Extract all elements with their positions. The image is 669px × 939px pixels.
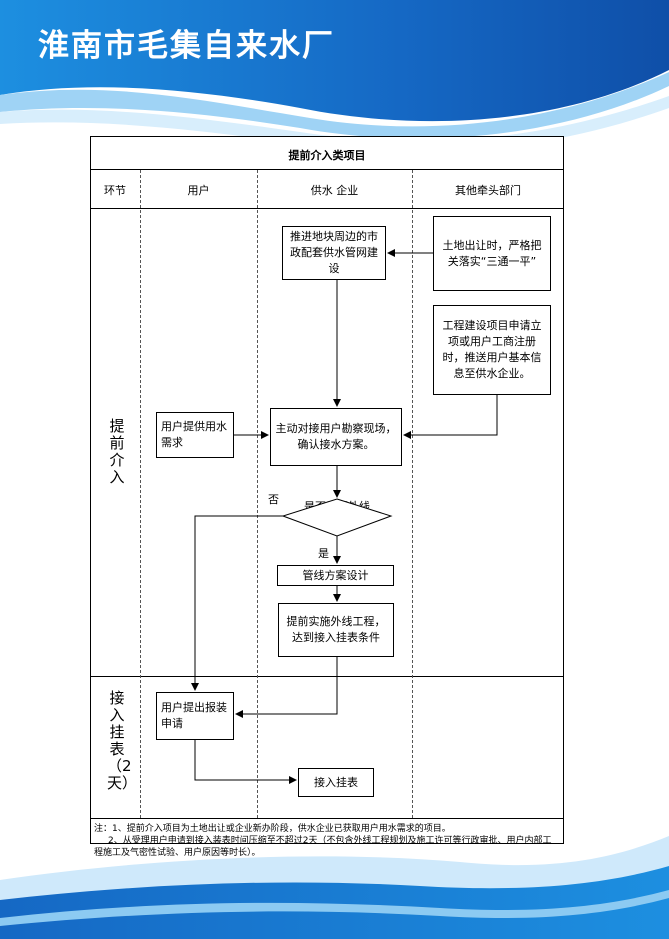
node-land-transfer: 土地出让时，严格把关落实“三通一平”: [433, 216, 551, 291]
table-title: 提前介入类项目: [288, 149, 366, 162]
notes: 注：1、提前介入项目为土地出让或企业新办阶段，供水企业已获取用户用水需求的项目。…: [94, 823, 560, 859]
node-connect-meter: 接入挂表: [298, 768, 374, 797]
node-user-demand: 用户提供用水需求: [156, 412, 234, 458]
node-site-survey: 主动对接用户勘察现场，确认接水方案。: [270, 408, 402, 466]
node-user-application: 用户提出报装申请: [156, 692, 234, 740]
bottom-wave: [0, 866, 669, 939]
title-divider: [90, 169, 564, 170]
header-water-company: 供水 企业: [310, 184, 359, 197]
node-project-registration: 工程建设项目申请立项或用户工商注册时，推送用户基本信息至供水企业。: [433, 305, 551, 395]
decision-label: 是否需要外线工程: [304, 500, 370, 527]
col-divider-3: [412, 170, 413, 818]
page-title: 淮南市毛集自来水厂: [38, 28, 335, 64]
stage-early-intervention: 提前介入: [109, 417, 125, 486]
header-stage: 环节: [104, 184, 126, 197]
bottom-wave-highlight: [0, 890, 669, 926]
header-user: 用户: [187, 184, 210, 197]
notes-divider: [90, 818, 564, 819]
stage-connect-meter: 接入挂表（2天）: [107, 689, 138, 792]
stage-divider: [90, 676, 564, 677]
top-wave-highlight: [0, 72, 669, 139]
top-wave: [0, 0, 669, 122]
node-municipal-network: 推进地块周边的市政配套供水管网建设: [282, 226, 386, 280]
col-divider-1: [140, 170, 141, 818]
col-divider-2: [257, 170, 258, 818]
note-line-1: 注：1、提前介入项目为土地出让或企业新办阶段，供水企业已获取用户用水需求的项目。: [94, 824, 451, 834]
branch-no-label: 否: [268, 493, 279, 506]
branch-yes-label: 是: [318, 547, 329, 560]
header-divider: [90, 208, 564, 209]
node-external-works: 提前实施外线工程，达到接入挂表条件: [278, 603, 394, 657]
node-pipeline-design: 管线方案设计: [277, 565, 394, 586]
header-other-dept: 其他牵头部门: [455, 184, 521, 197]
note-line-2: 2、从受理用户申请到接入装表时间压缩至不超过2天（不包含外线工程规划及施工许可等…: [94, 836, 552, 858]
